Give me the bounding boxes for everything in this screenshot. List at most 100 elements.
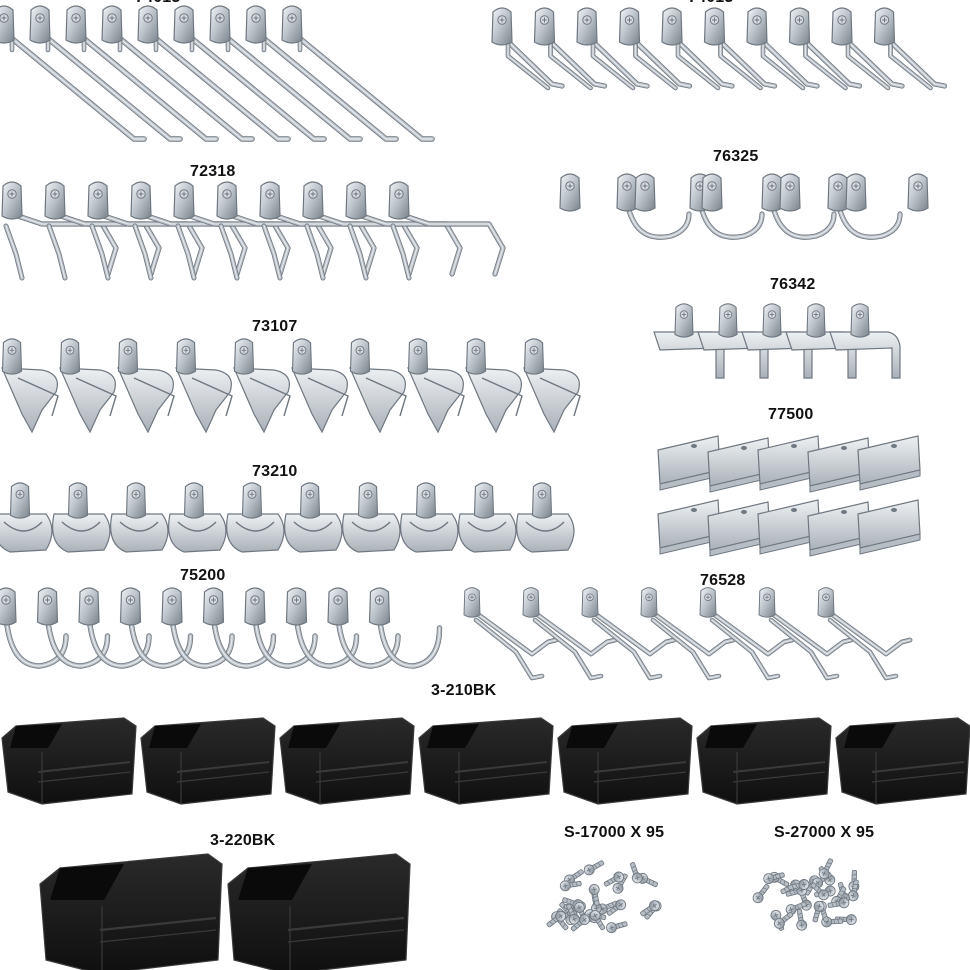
group-3-220BK-bins xyxy=(39,853,411,970)
group-74013-short-hooks xyxy=(491,7,948,91)
bin-hanger xyxy=(657,435,721,491)
group-S-27000-screws xyxy=(752,858,860,931)
large-bin xyxy=(227,853,411,970)
label-S-27000: S-27000 X 95 xyxy=(774,824,875,841)
spring-clip xyxy=(407,338,465,434)
u-hook xyxy=(817,587,913,681)
label-3-220BK: 3-220BK xyxy=(210,832,276,849)
j-hook xyxy=(36,587,111,669)
group-74013-long-hooks xyxy=(0,5,435,142)
curved-clip xyxy=(110,482,169,553)
screw xyxy=(570,914,590,932)
peg-hook xyxy=(831,7,905,91)
tool-clip xyxy=(829,303,901,379)
u-hook xyxy=(581,587,677,681)
group-73107-clips xyxy=(1,338,581,434)
small-bin xyxy=(557,717,693,805)
curved-clip xyxy=(342,482,401,553)
curved-hook xyxy=(559,173,581,212)
curved-hook xyxy=(689,173,765,240)
screw xyxy=(810,882,830,901)
label-76325: 76325 xyxy=(713,148,759,165)
group-S-17000-screws xyxy=(546,860,662,934)
spring-clip xyxy=(465,338,523,434)
double-prong-hook xyxy=(1,181,119,281)
small-bin xyxy=(835,717,970,805)
u-hook xyxy=(640,587,736,681)
group-3-210BK-bins xyxy=(1,717,970,805)
u-hook xyxy=(699,587,795,681)
peg-hook xyxy=(137,5,291,142)
double-prong-hook xyxy=(259,181,377,281)
curved-clip xyxy=(516,482,575,553)
curved-clip xyxy=(168,482,227,553)
label-3-210BK: 3-210BK xyxy=(431,682,497,699)
bin-hanger xyxy=(707,437,771,493)
peg-hook xyxy=(618,7,693,91)
curved-hook xyxy=(907,173,929,212)
small-bin xyxy=(140,717,276,805)
bin-hanger xyxy=(807,437,871,493)
label-76342: 76342 xyxy=(770,276,816,293)
curved-hook xyxy=(616,173,692,240)
screw xyxy=(818,858,834,880)
small-bin xyxy=(279,717,415,805)
label-76528: 76528 xyxy=(700,572,746,589)
peg-hook xyxy=(661,7,735,91)
label-74013-left: 74013 xyxy=(135,0,181,7)
label-77500: 77500 xyxy=(768,406,814,423)
curved-clip xyxy=(226,482,285,553)
screw xyxy=(630,862,643,884)
group-73210-clips xyxy=(0,482,575,553)
large-bin xyxy=(39,853,223,970)
peg-hook xyxy=(281,5,435,142)
curved-clip xyxy=(52,482,111,553)
label-72318: 72318 xyxy=(190,163,236,180)
curved-clip xyxy=(0,482,53,553)
label-74013-right: 74013 xyxy=(688,0,734,7)
group-77500-hangers xyxy=(657,435,921,557)
peg-hook xyxy=(576,7,650,91)
group-76325-hooks xyxy=(559,173,929,240)
peg-hook xyxy=(173,5,327,142)
screw xyxy=(847,879,859,902)
double-prong-hook xyxy=(388,181,506,281)
spring-clip xyxy=(233,338,291,434)
bin-hanger xyxy=(707,501,771,557)
screw xyxy=(785,901,807,916)
peg-hook xyxy=(65,5,219,142)
label-75200: 75200 xyxy=(180,567,226,584)
curved-clip xyxy=(458,482,517,553)
curved-clip xyxy=(284,482,343,553)
j-hook xyxy=(202,587,277,669)
screw xyxy=(559,880,582,892)
label-73107: 73107 xyxy=(252,318,298,335)
screw xyxy=(603,871,625,887)
u-hook xyxy=(463,587,559,681)
j-hook xyxy=(78,587,152,669)
peg-hook xyxy=(0,5,147,142)
j-hook xyxy=(161,587,235,669)
screw xyxy=(588,884,600,906)
group-76342-clips xyxy=(653,303,901,379)
curved-clip xyxy=(400,482,459,553)
j-hook xyxy=(327,587,401,669)
screw xyxy=(640,900,660,917)
spring-clip xyxy=(117,338,175,434)
j-hook xyxy=(0,587,69,669)
bin-hanger xyxy=(857,499,921,555)
screw xyxy=(752,883,770,904)
spring-clip xyxy=(1,338,59,434)
group-72318-hooks xyxy=(1,181,506,281)
screw xyxy=(787,879,810,891)
peg-hook xyxy=(788,7,863,91)
peg-hook xyxy=(533,7,608,91)
peg-hook xyxy=(746,7,820,91)
screw xyxy=(546,910,567,928)
spring-clip xyxy=(349,338,407,434)
label-S-17000: S-17000 X 95 xyxy=(564,824,665,841)
curved-hook xyxy=(634,173,656,212)
peg-hook xyxy=(245,5,399,142)
j-hook xyxy=(368,587,443,669)
